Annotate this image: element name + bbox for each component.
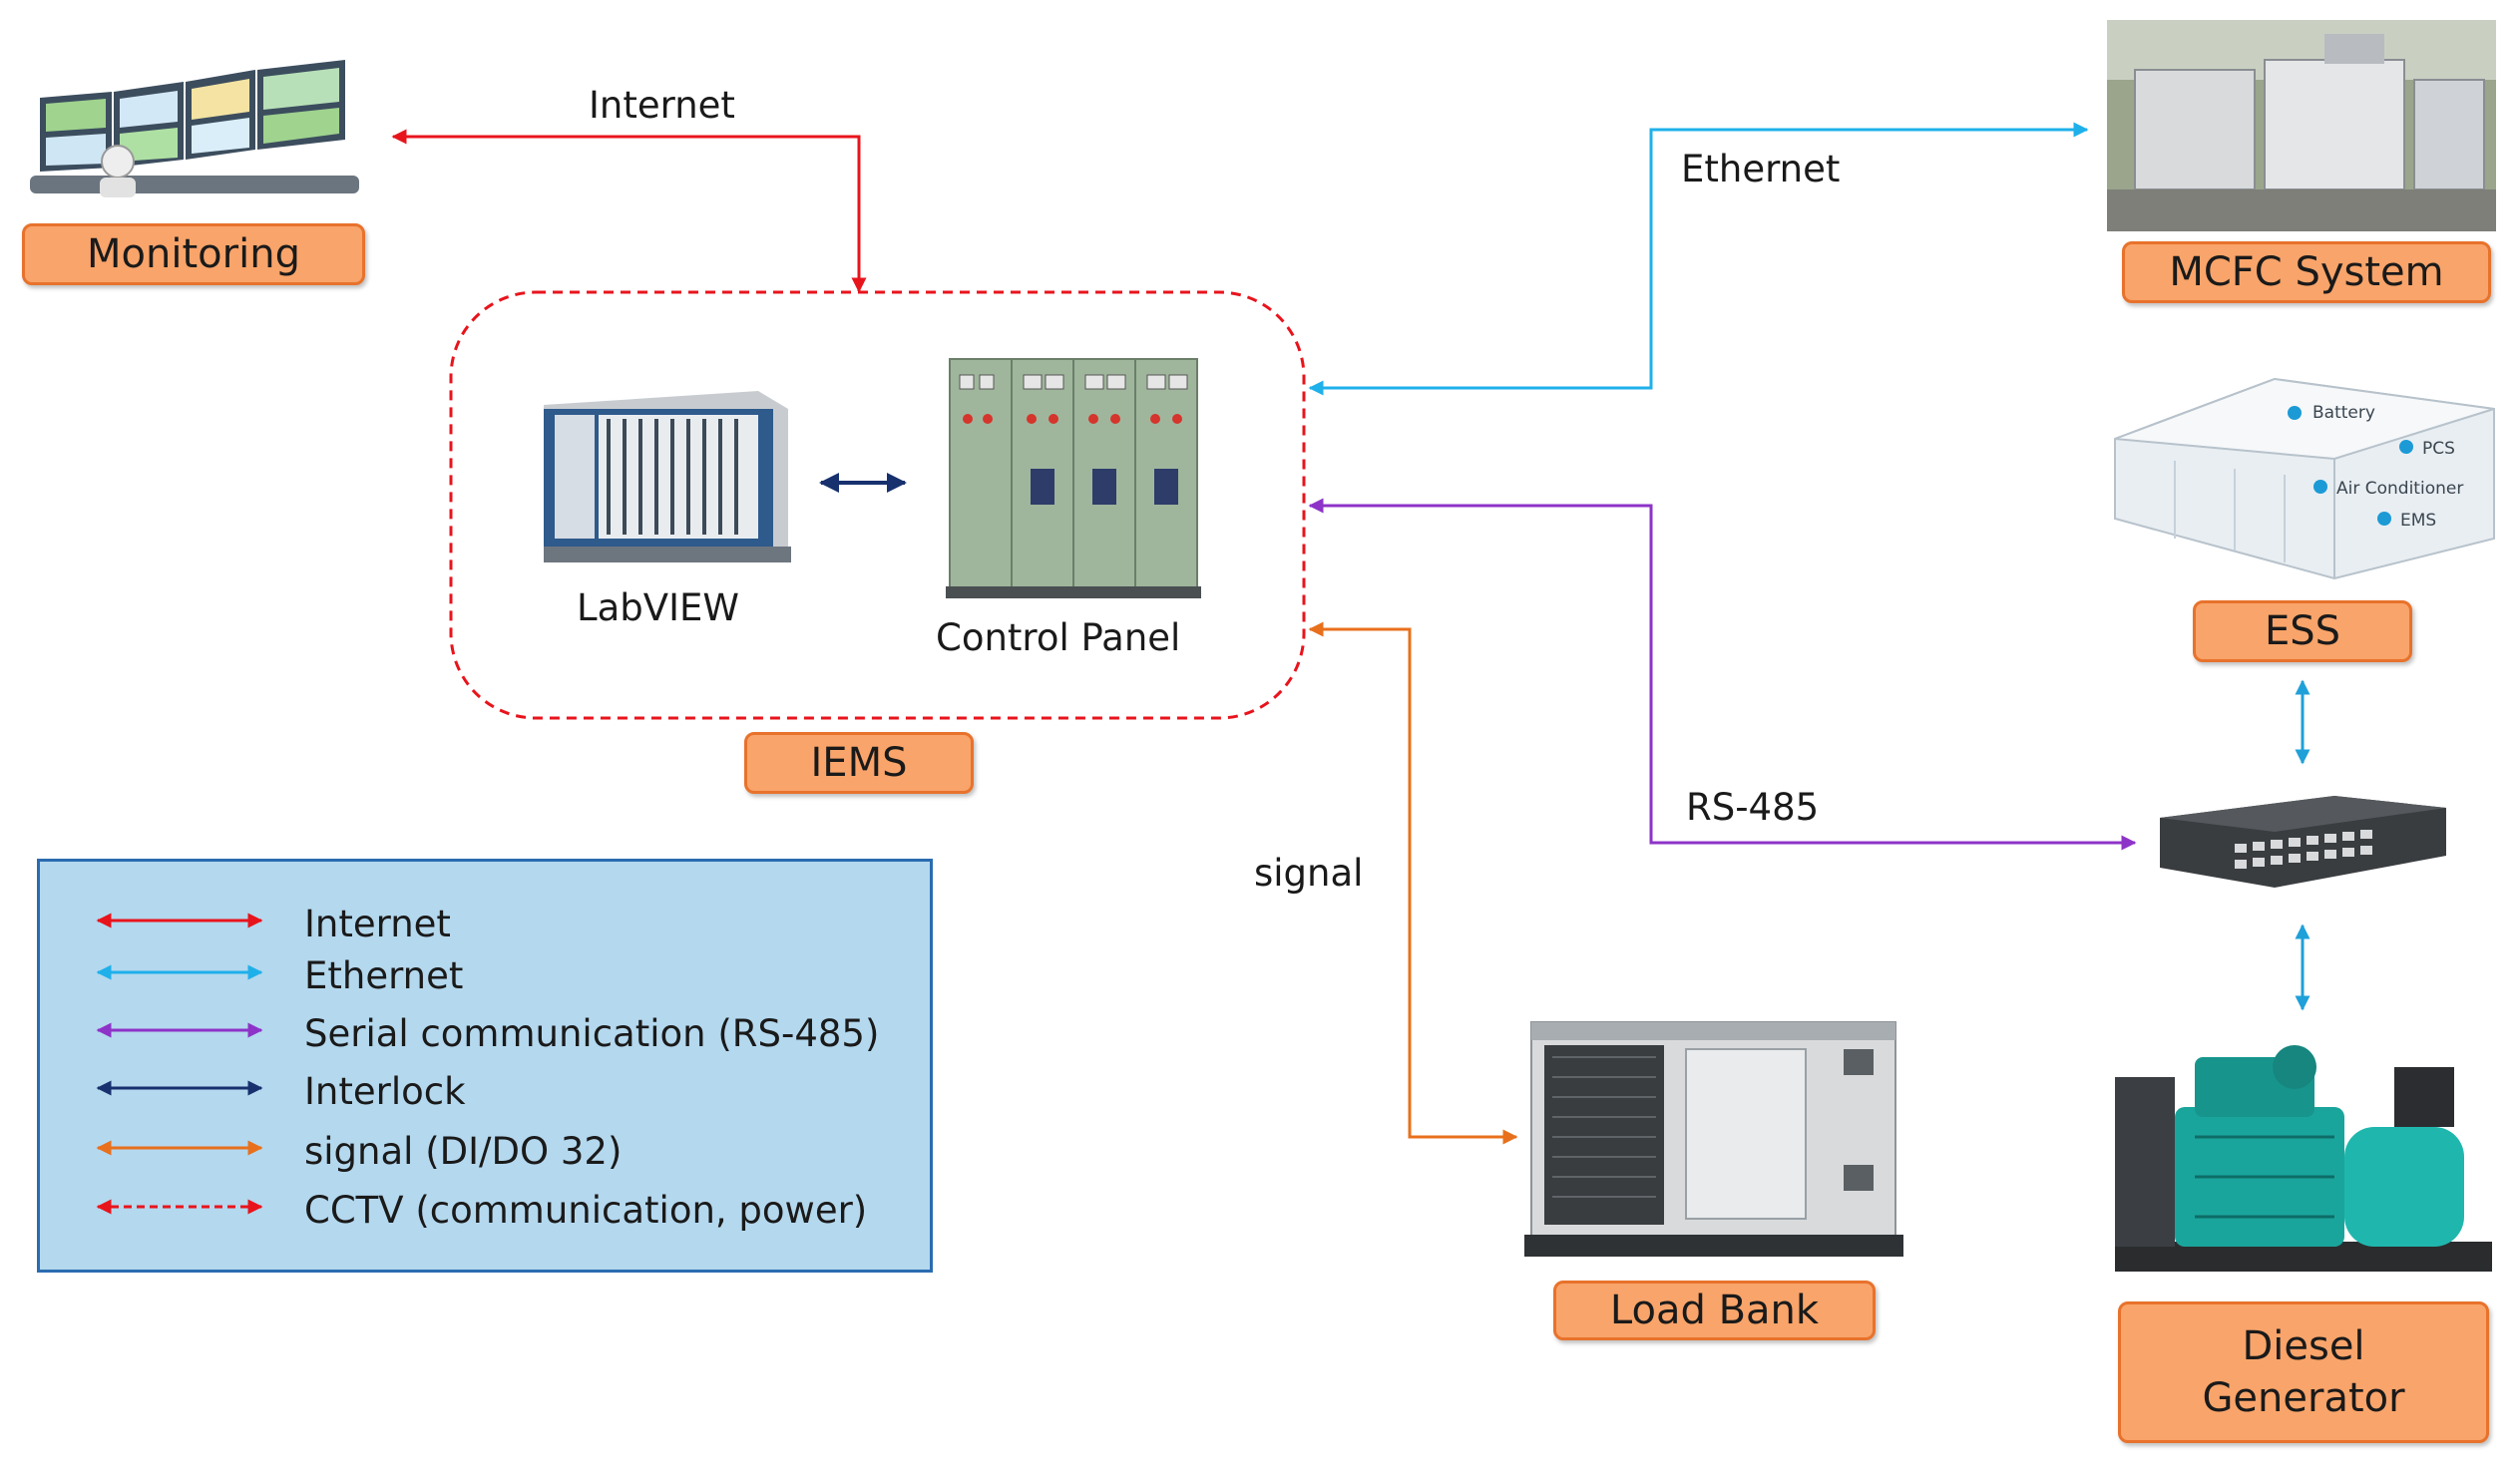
legend-item-serial: Serial communication (RS-485)	[40, 1010, 930, 1060]
monitoring-label: Monitoring	[22, 223, 365, 285]
signal-link	[1308, 621, 1518, 1145]
internet-link-label: Internet	[589, 84, 735, 127]
ess-callout-ems: EMS	[2400, 511, 2437, 531]
ess-label: ESS	[2193, 600, 2412, 662]
ess-callout-air-conditioner: Air Conditioner	[2336, 479, 2464, 499]
iems-boundary	[449, 290, 1306, 720]
legend-label: Interlock	[304, 1070, 466, 1113]
legend-label: CCTV (communication, power)	[304, 1189, 868, 1232]
legend-line-internet	[96, 913, 263, 928]
legend-label: Internet	[304, 903, 451, 945]
load-bank-label: Load Bank	[1553, 1281, 1876, 1340]
ethernet-link	[1308, 122, 2089, 396]
legend-item-ethernet: Ethernet	[40, 952, 930, 1002]
legend-line-serial	[96, 1022, 263, 1038]
legend-item-interlock: Interlock	[40, 1068, 930, 1118]
load-bank-image	[1524, 1021, 1903, 1257]
labview-chassis-image	[544, 391, 791, 562]
legend-item-cctv: CCTV (communication, power)	[40, 1187, 930, 1237]
ess-callout-battery: Battery	[2312, 403, 2375, 423]
ess-callout-pcs: PCS	[2422, 439, 2455, 459]
signal-link-label: signal	[1254, 852, 1364, 895]
control-panel-caption: Control Panel	[936, 616, 1181, 659]
legend-label: signal (DI/DO 32)	[304, 1130, 623, 1173]
rs485-link-label: RS-485	[1686, 786, 1820, 829]
ethernet-link-label: Ethernet	[1681, 148, 1841, 190]
diesel-generator-label-line1: Diesel	[2242, 1323, 2365, 1369]
control-panel-image	[946, 358, 1201, 598]
legend-label: Serial communication (RS-485)	[304, 1012, 880, 1055]
legend-line-signal	[96, 1140, 263, 1156]
monitoring-screens-image	[30, 60, 359, 197]
iems-label: IEMS	[744, 732, 974, 794]
rs485-link	[1308, 498, 2137, 851]
mcfc-plant-image	[2107, 20, 2496, 231]
legend-line-ethernet	[96, 964, 263, 980]
legend: Internet Ethernet Serial communication (…	[37, 859, 933, 1273]
diesel-generator-label-line2: Generator	[2202, 1375, 2405, 1421]
legend-line-interlock	[96, 1080, 263, 1096]
diesel-generator-label: Diesel Generator	[2118, 1301, 2489, 1443]
legend-item-internet: Internet	[40, 901, 930, 950]
diesel-generator-image	[2115, 1045, 2492, 1272]
legend-line-cctv	[96, 1199, 263, 1215]
legend-label: Ethernet	[304, 954, 464, 997]
mcfc-system-label: MCFC System	[2122, 241, 2491, 303]
labview-caption: LabVIEW	[577, 586, 739, 629]
ess-container-image	[2114, 377, 2495, 580]
internet-link	[391, 129, 867, 293]
legend-item-signal: signal (DI/DO 32)	[40, 1128, 930, 1178]
network-switch-image	[2160, 796, 2446, 888]
